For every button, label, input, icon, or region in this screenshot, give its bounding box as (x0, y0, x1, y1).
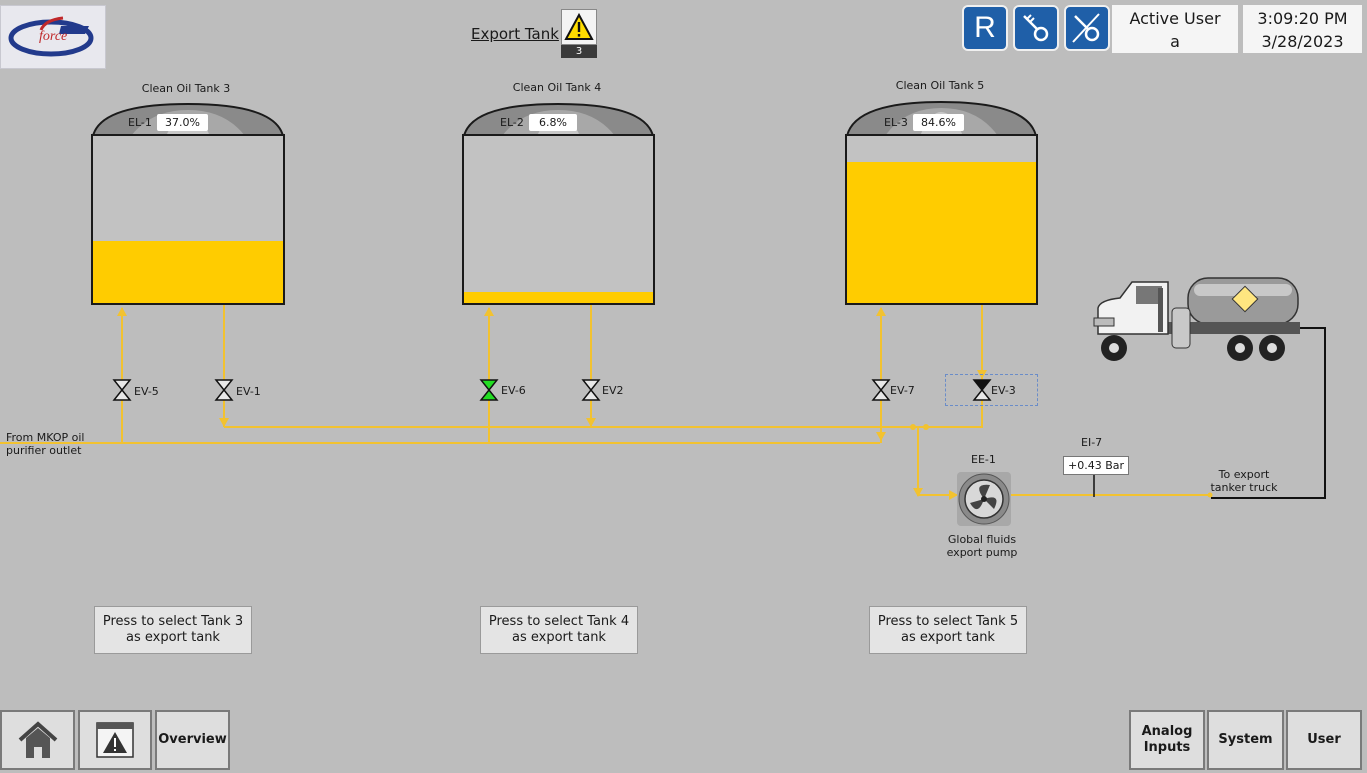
active-user-label: Active User (1129, 9, 1221, 28)
valve-ev6-label: EV-6 (501, 384, 526, 397)
analog-inputs-line1: Analog (1141, 724, 1193, 739)
valve-ev5-icon[interactable] (112, 378, 132, 402)
warning-icon (564, 13, 594, 40)
analog-inputs-button[interactable]: Analog Inputs (1129, 710, 1205, 770)
select-tank-5-line1: Press to select Tank 5 (877, 614, 1019, 629)
inlet-note: From MKOP oil purifier outlet (6, 431, 84, 457)
tank-5-name: Clean Oil Tank 5 (895, 79, 985, 92)
pump-description-line1: Global fluids (947, 533, 1017, 546)
pump-icon[interactable] (956, 471, 1012, 527)
clock-time: 3:09:20 PM (1257, 9, 1348, 28)
select-tank-4-line2: as export tank (512, 630, 606, 645)
tank-3-level-value: 37.0% (156, 114, 208, 131)
tanker-truck-icon (1093, 277, 1300, 361)
tank-4-level-tag: EL-2 (500, 116, 524, 129)
tank-5-level-value: 84.6% (912, 114, 964, 131)
login-key-button[interactable] (1013, 5, 1059, 51)
clock-display: 3:09:20 PM 3/28/2023 (1243, 5, 1362, 53)
tank-5-level-fill (847, 161, 1036, 303)
active-user-name: a (1170, 32, 1180, 51)
key-icon (1023, 14, 1049, 42)
select-tank-5-line2: as export tank (901, 630, 995, 645)
valve-ev5-label: EV-5 (134, 385, 159, 398)
valve-ev3-selection-frame[interactable] (945, 374, 1038, 406)
alarm-indicator[interactable]: 3 (561, 9, 597, 59)
valve-ev3-icon[interactable] (972, 378, 992, 402)
valve-ev7-icon[interactable] (871, 378, 891, 402)
valve-ev6-icon[interactable] (479, 378, 499, 402)
tank-5-level-readout: EL-3 84.6% (884, 111, 964, 131)
tank-4-level-value: 6.8% (528, 114, 577, 131)
select-tank-3-line1: Press to select Tank 3 (102, 614, 244, 629)
outlet-note: To export tanker truck (1204, 468, 1284, 494)
r-button[interactable]: R (962, 5, 1008, 51)
tank-5-body (845, 134, 1038, 305)
clock-date: 3/28/2023 (1261, 32, 1344, 51)
tank-4-level-fill (464, 291, 653, 303)
system-button-label: System (1218, 732, 1273, 747)
tank-4-body (462, 134, 655, 305)
active-user-display: Active User a (1112, 5, 1238, 53)
select-tank-4-line1: Press to select Tank 4 (488, 614, 630, 629)
tank-4-level-readout: EL-2 6.8% (500, 111, 577, 131)
select-tank-5-button[interactable]: Press to select Tank 5 as export tank (869, 606, 1027, 654)
home-button[interactable] (0, 710, 75, 770)
pump-tag: EE-1 (971, 453, 996, 466)
valve-ev2-label: EV2 (602, 384, 624, 397)
logout-key-button[interactable] (1064, 5, 1110, 51)
valve-ev3-label: EV-3 (991, 384, 1016, 397)
tank-3-body (91, 134, 285, 305)
tank-3-level-fill (93, 241, 283, 303)
valve-ev1-icon[interactable] (214, 378, 234, 402)
tank-5-level-tag: EL-3 (884, 116, 908, 129)
alarm-window-icon (96, 722, 134, 758)
overview-button[interactable]: Overview (155, 710, 230, 770)
home-icon (18, 721, 57, 758)
tank-3-name: Clean Oil Tank 3 (141, 82, 231, 95)
pressure-value: +0.43 Bar (1063, 456, 1130, 475)
pump-description-line2: export pump (946, 546, 1018, 559)
pressure-tag: EI-7 (1081, 436, 1103, 449)
analog-inputs-line2: Inputs (1143, 740, 1191, 755)
alarm-count: 3 (561, 45, 597, 58)
tank-4-name: Clean Oil Tank 4 (512, 81, 602, 94)
gforce-logo: force (0, 5, 106, 69)
alarm-view-button[interactable] (78, 710, 152, 770)
select-tank-3-button[interactable]: Press to select Tank 3 as export tank (94, 606, 252, 654)
tank-3-level-readout: EL-1 37.0% (128, 111, 208, 131)
outlet-note-line1: To export (1218, 468, 1270, 481)
overview-button-label: Overview (158, 732, 227, 747)
user-button[interactable]: User (1286, 710, 1362, 770)
inlet-note-line1: From MKOP oil (6, 431, 85, 444)
valve-ev2-icon[interactable] (581, 378, 601, 402)
system-button[interactable]: System (1207, 710, 1284, 770)
valve-ev1-label: EV-1 (236, 385, 261, 398)
user-button-label: User (1307, 732, 1341, 747)
select-tank-3-line2: as export tank (126, 630, 220, 645)
key-crossed-icon (1072, 13, 1100, 43)
outlet-note-line2: tanker truck (1210, 481, 1278, 494)
page-title: Export Tank (471, 25, 559, 43)
valve-ev7-label: EV-7 (890, 384, 915, 397)
inlet-note-line2: purifier outlet (6, 444, 82, 457)
svg-text:force: force (39, 29, 67, 44)
pump-description: Global fluids export pump (942, 533, 1022, 559)
select-tank-4-button[interactable]: Press to select Tank 4 as export tank (480, 606, 638, 654)
r-button-label: R (974, 11, 996, 44)
tank-3-level-tag: EL-1 (128, 116, 152, 129)
